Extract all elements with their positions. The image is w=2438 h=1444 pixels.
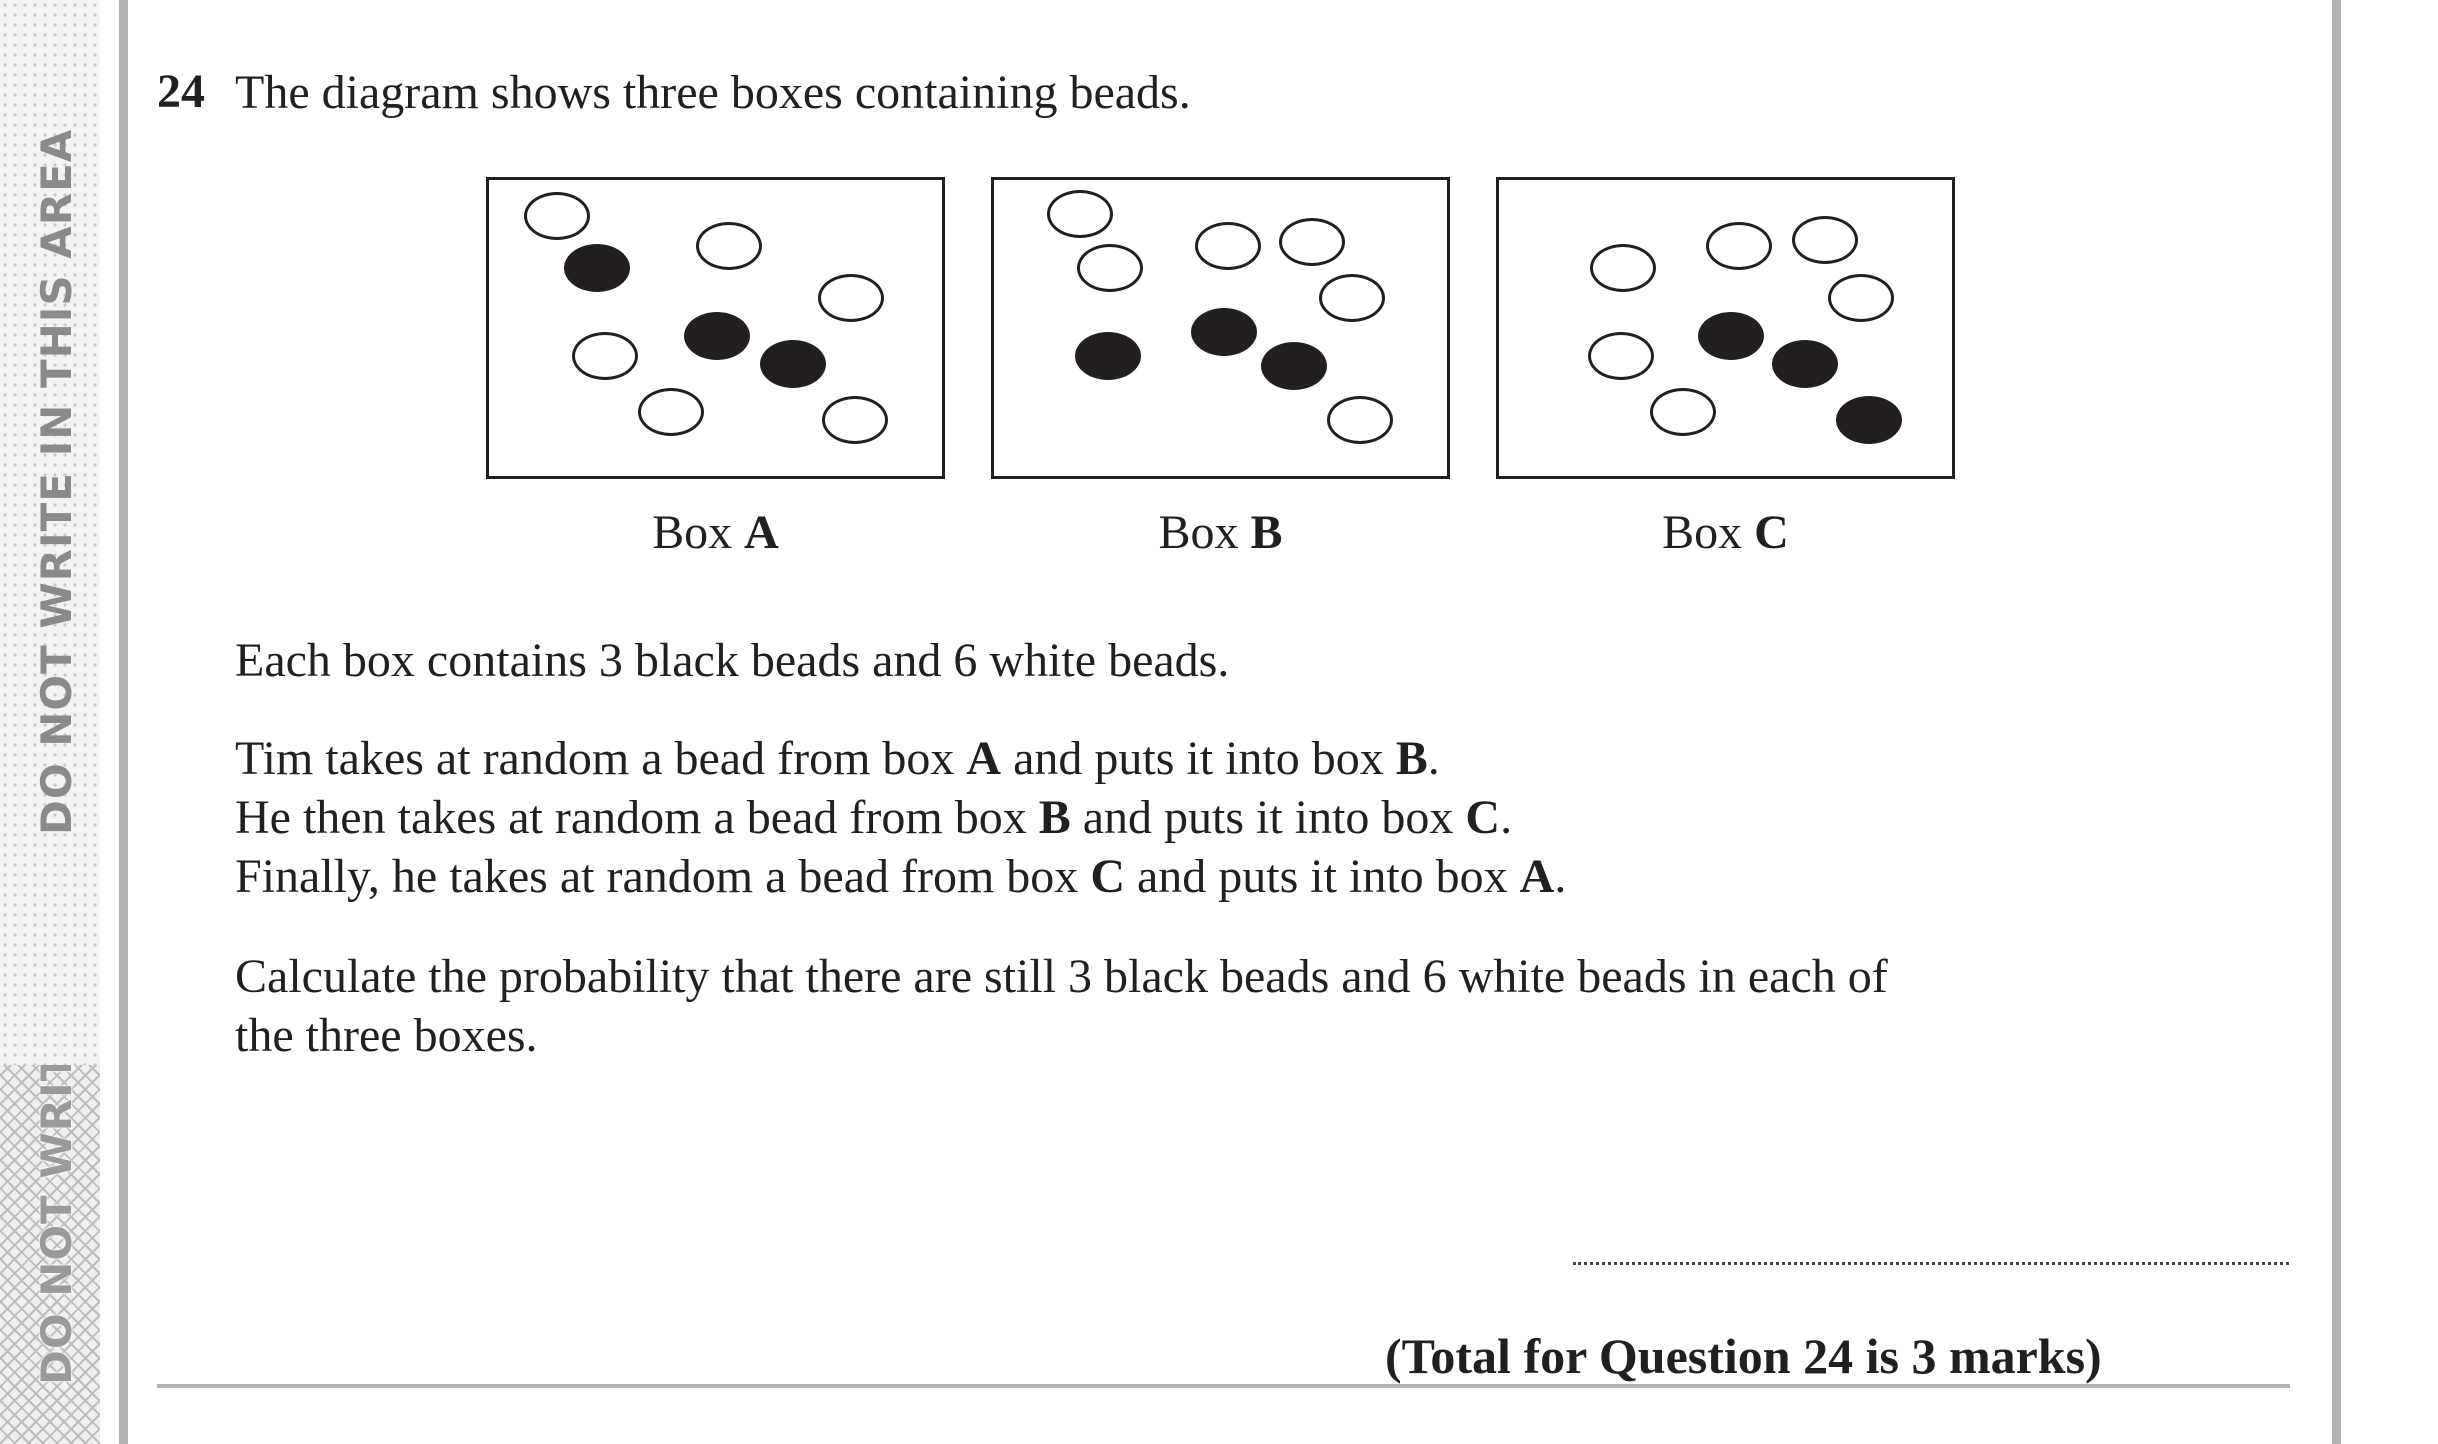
white-bead (1195, 222, 1261, 270)
step-one: Tim takes at random a bead from box A an… (235, 732, 1440, 785)
left-border-rule (119, 0, 128, 1444)
box-a-label: Box A (652, 506, 779, 559)
each-box-statement: Each box contains 3 black beads and 6 wh… (235, 634, 1230, 687)
white-bead (822, 396, 888, 444)
task-line-2: the three boxes. (235, 1009, 538, 1062)
question-intro: The diagram shows three boxes containing… (235, 66, 1191, 119)
white-bead (696, 222, 762, 270)
white-bead (524, 192, 590, 240)
step-two: He then takes at random a bead from box … (235, 791, 1513, 844)
white-bead (1279, 218, 1345, 266)
margin-hatch-pattern (0, 1065, 100, 1444)
black-bead (1836, 396, 1902, 444)
black-bead (1191, 308, 1257, 356)
box-b-label: Box B (1158, 506, 1283, 559)
do-not-write-margin: DO NOT WRITE IN THIS AREA DO NOT WRITE I… (0, 0, 100, 1444)
white-bead (1650, 388, 1716, 436)
white-bead (1327, 396, 1393, 444)
white-bead (818, 274, 884, 322)
answer-dotted-line[interactable] (1573, 1262, 2289, 1265)
black-bead (1075, 332, 1141, 380)
white-bead (1792, 216, 1858, 264)
box-c (1496, 177, 1955, 479)
box-a (486, 177, 945, 479)
do-not-write-label-cropped: DO NOT WRITE IN THIS AREA (32, 1065, 81, 1385)
black-bead (564, 244, 630, 292)
bottom-rule (157, 1384, 2290, 1388)
question-total-marks: (Total for Question 24 is 3 marks) (1385, 1328, 2102, 1384)
right-border-rule (2332, 0, 2341, 1444)
white-bead (1590, 244, 1656, 292)
black-bead (760, 340, 826, 388)
white-bead (1319, 274, 1385, 322)
do-not-write-label: DO NOT WRITE IN THIS AREA (32, 128, 81, 835)
white-bead (572, 332, 638, 380)
question-number: 24 (157, 65, 205, 118)
box-c-label: Box C (1662, 506, 1789, 559)
white-bead (1706, 222, 1772, 270)
white-bead (1828, 274, 1894, 322)
black-bead (684, 312, 750, 360)
task-line-1: Calculate the probability that there are… (235, 950, 1888, 1003)
white-bead (1047, 190, 1113, 238)
black-bead (1698, 312, 1764, 360)
black-bead (1261, 342, 1327, 390)
box-b (991, 177, 1450, 479)
white-bead (638, 388, 704, 436)
white-bead (1588, 332, 1654, 380)
white-bead (1077, 244, 1143, 292)
black-bead (1772, 340, 1838, 388)
step-three: Finally, he takes at random a bead from … (235, 850, 1567, 903)
